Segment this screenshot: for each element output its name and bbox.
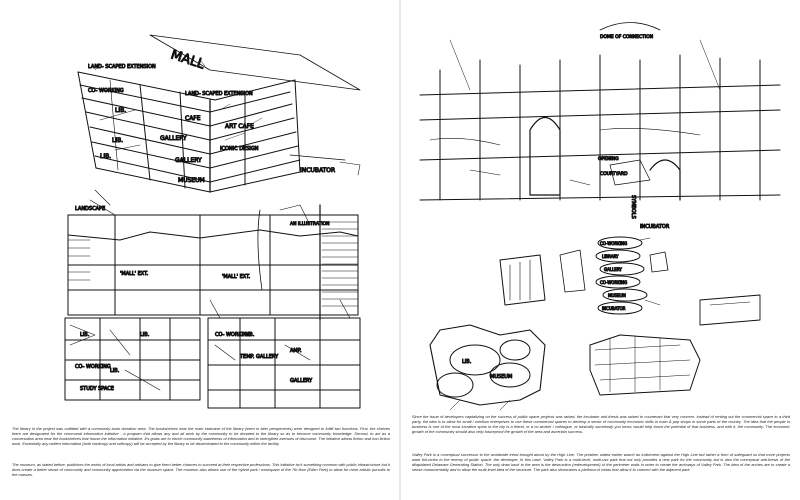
incubator-pin-label: INCUBATOR — [640, 224, 670, 230]
left-caption-paragraph-1: The library in the project was outfitted… — [12, 426, 390, 447]
dome-of-connection-label: DOME OF CONNECTION — [600, 34, 653, 40]
gallery-label-1: GALLERY — [160, 135, 187, 142]
temp-gallery-label: TEMP. GALLERY — [239, 354, 279, 360]
isometric-building-sketch — [77, 34, 361, 193]
elevation-sketch — [419, 22, 781, 201]
lib-plan-label-4: LIB. — [245, 332, 255, 338]
mall-ext-label-1: 'MALL' EXT. — [120, 271, 149, 277]
museum-label-left: MUSEUM — [178, 177, 205, 184]
landscaped-extension-right-label: LAND- SCAPED EXTENSION — [185, 91, 253, 97]
lib-label-3: LIB. — [100, 153, 111, 160]
art-cafe-label: ART CAFE — [225, 123, 254, 130]
page-gutter — [399, 0, 401, 500]
museum-bubble-label: MUSEUM — [608, 293, 626, 298]
library-bubble-label: LIBRARY — [602, 254, 619, 259]
symbols-label: SYMBOLS — [630, 195, 636, 219]
floor-plan-sketch-left — [64, 317, 201, 401]
courtyard-label: COURTYARD — [600, 171, 628, 177]
co-working-bubble-label: CO-WORKING — [600, 241, 627, 246]
mall-ext-label-2: 'MALL' EXT. — [222, 274, 251, 280]
lib-bubble-label: LIB. — [462, 359, 472, 365]
iconic-design-label: ICONIC DESIGN — [220, 146, 259, 152]
section-sketch — [67, 189, 359, 321]
floor-plan-sketch-right — [207, 299, 361, 409]
gallery-bubble-label: GALLERY — [604, 267, 622, 272]
co-plan-label: CO- WORKING — [215, 332, 251, 338]
amp-label: AMP. — [290, 348, 302, 354]
landscaped-extension-left-label: LAND- SCAPED EXTENSION — [88, 64, 156, 70]
right-caption-paragraph-1: Since the issue of developers capitalizi… — [412, 414, 790, 435]
left-caption-paragraph-2: The museum, as stated before, publishes … — [12, 462, 390, 478]
right-caption-paragraph-2: Valley Park is a conceptual successor to… — [412, 452, 790, 473]
gallery-label-2: GALLERY — [175, 157, 202, 164]
museum-bottom-label: MUSEUM — [490, 374, 512, 380]
site-bubble-sketch — [429, 324, 701, 411]
co-working-label: CO- WORKING — [88, 88, 124, 94]
lib-plan-label-3: LIB. — [110, 368, 120, 374]
bubble-diagram-sketch — [499, 236, 761, 326]
lib-label-2: LIB. — [112, 137, 123, 144]
lib-plan-label-2: LIB. — [140, 332, 150, 338]
incubator-bubble-label: INCUBATOR — [602, 306, 626, 311]
lib-label-1: LIB. — [115, 107, 126, 114]
co-working-plan-label: CO- WORKING — [75, 364, 111, 370]
gallery-plan-label: GALLERY — [290, 378, 313, 384]
lib-plan-label-1: LIB. — [80, 332, 90, 338]
cafe-label: CAFE — [185, 115, 201, 122]
mall-label: MALL — [169, 48, 207, 73]
incubator-label-left: INCUBATOR — [300, 167, 335, 174]
co-working-bubble-label-2: CO-WORKING — [600, 280, 627, 285]
study-space-label: STUDY SPACE — [80, 386, 114, 392]
opening-label: OPENING — [598, 156, 619, 162]
an-illustration-label: AN ILLUSTRATION — [290, 221, 330, 227]
landscape-label: LANDSCAPE — [75, 206, 105, 212]
